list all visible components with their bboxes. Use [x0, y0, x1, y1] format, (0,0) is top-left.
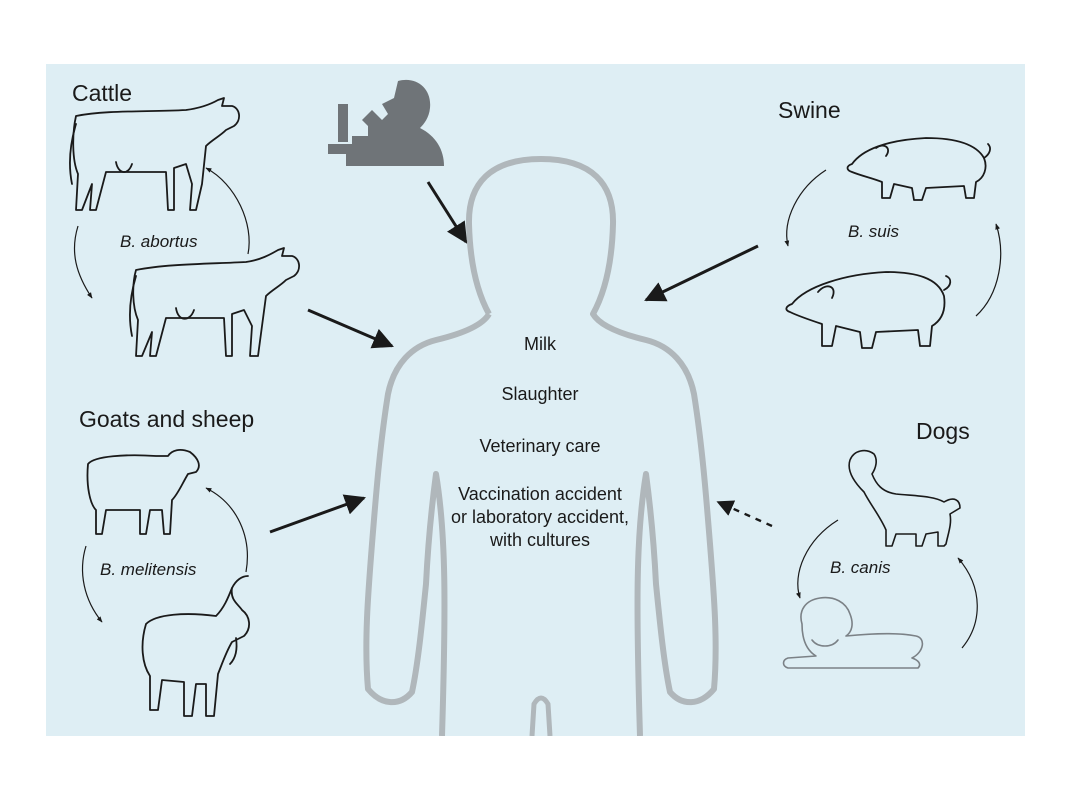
route-label-milk: Milk	[524, 334, 556, 354]
arrow-cattle-to-human	[307, 308, 394, 349]
group-title-goats-sheep: Goats and sheep	[79, 406, 255, 432]
dog-icon	[848, 449, 961, 547]
dog-icon	[782, 596, 924, 669]
human-silhouette	[363, 156, 719, 736]
group-title-dogs: Dogs	[916, 418, 970, 444]
diagram-artwork	[69, 79, 1002, 736]
species-label-cattle: B. abortus	[120, 232, 198, 251]
goat-icon	[141, 575, 250, 717]
group-title-cattle: Cattle	[72, 80, 133, 106]
pig-icon	[846, 137, 991, 201]
route-label-slaughter: Slaughter	[501, 384, 579, 404]
cow-icon	[129, 247, 300, 357]
route-label-accident-line-3: with cultures	[489, 530, 591, 550]
arrow-goats-to-human	[269, 494, 366, 534]
arrow-dogs-to-human	[716, 500, 773, 528]
diagram-panel: Cattle B. abortus Swine B. suis Goats an…	[46, 64, 1025, 736]
species-label-dogs: B. canis	[830, 558, 891, 577]
sheep-icon	[86, 449, 200, 535]
route-label-accident-line-2: or laboratory accident,	[450, 507, 630, 527]
group-title-swine: Swine	[778, 97, 841, 123]
arrow-swine-to-human	[644, 244, 759, 302]
pig-icon	[785, 271, 952, 349]
species-label-goats-sheep: B. melitensis	[100, 560, 197, 579]
route-label-veterinary-care: Veterinary care	[479, 436, 601, 456]
species-label-swine: B. suis	[848, 222, 900, 241]
arrow-lab-to-human	[426, 181, 468, 244]
cow-icon	[69, 97, 240, 211]
microscope-worker-icon	[328, 79, 444, 166]
route-label-accident-line-1: Vaccination accident	[458, 484, 622, 504]
